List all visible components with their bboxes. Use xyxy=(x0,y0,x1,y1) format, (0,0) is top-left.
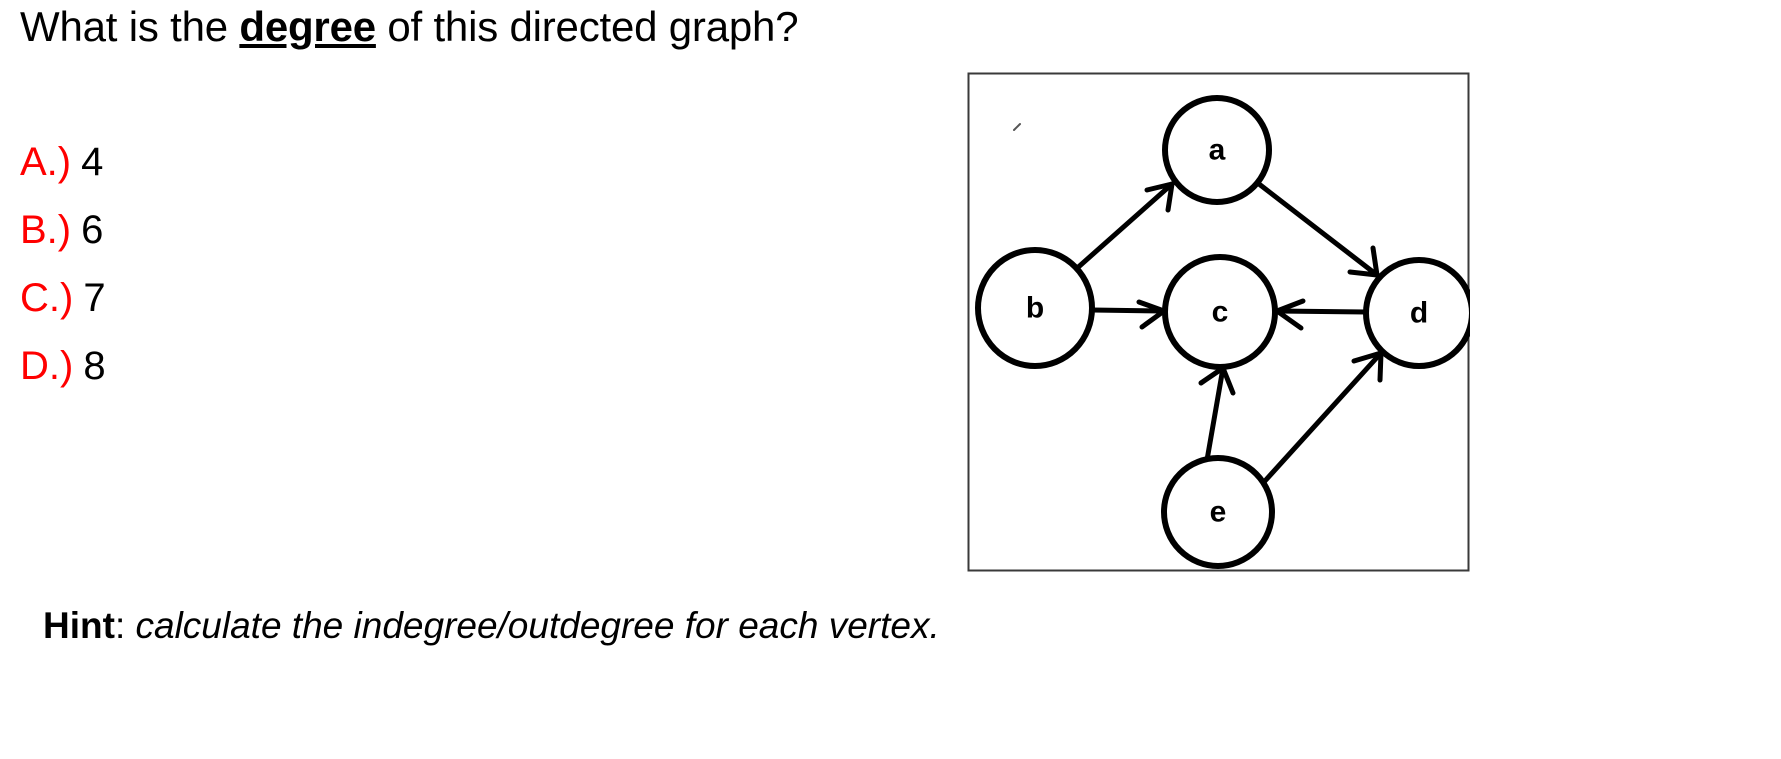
edge-d-to-c xyxy=(1274,298,1369,331)
option-b-value: 6 xyxy=(81,208,104,252)
edge-e-to-d xyxy=(1261,350,1384,485)
graph-node-b-label: b xyxy=(1026,292,1044,325)
stray-mark-icon xyxy=(1013,123,1021,131)
hint-colon: : xyxy=(114,605,126,646)
hint-label: Hint xyxy=(43,605,115,646)
option-d[interactable]: D.)8 xyxy=(20,332,440,400)
question-after: of this directed graph? xyxy=(375,3,799,50)
option-b[interactable]: B.)6 xyxy=(20,196,440,264)
question-emphasis: degree xyxy=(239,3,376,50)
graph-node-e-label: e xyxy=(1210,496,1227,529)
option-c-label: C.) xyxy=(20,276,74,320)
edge-e-to-c xyxy=(1198,365,1236,463)
graph-node-c-label: c xyxy=(1212,296,1229,329)
edge-a-to-d xyxy=(1256,181,1380,278)
hint-text: Hint: calculate the indegree/outdegree f… xyxy=(43,602,940,650)
option-d-label: D.) xyxy=(20,344,74,388)
hint-body: calculate the indegree/outdegree for eac… xyxy=(125,605,940,646)
graph-node-d[interactable] xyxy=(1363,257,1470,369)
answer-options-list: A.)4 B.)6 C.)7 D.)8 xyxy=(20,128,440,400)
edge-b-to-c xyxy=(1089,299,1167,330)
graph-node-e[interactable] xyxy=(1161,455,1275,569)
option-a-label: A.) xyxy=(20,140,72,184)
option-c-value: 7 xyxy=(83,276,106,320)
graph-node-b[interactable] xyxy=(975,247,1095,369)
option-a-value: 4 xyxy=(81,140,104,184)
option-c[interactable]: C.)7 xyxy=(20,264,440,332)
graph-node-a-label: a xyxy=(1209,134,1226,167)
directed-graph-figure: a b c d e xyxy=(967,72,1470,572)
graph-node-c[interactable] xyxy=(1162,254,1278,370)
question-before: What is the xyxy=(20,3,240,50)
question-text: What is the degree of this directed grap… xyxy=(20,2,799,52)
option-d-value: 8 xyxy=(83,344,106,388)
graph-node-d-label: d xyxy=(1410,297,1428,330)
option-a[interactable]: A.)4 xyxy=(20,128,440,196)
edge-b-to-a xyxy=(1072,181,1175,273)
option-b-label: B.) xyxy=(20,208,72,252)
graph-node-a[interactable] xyxy=(1162,95,1272,205)
